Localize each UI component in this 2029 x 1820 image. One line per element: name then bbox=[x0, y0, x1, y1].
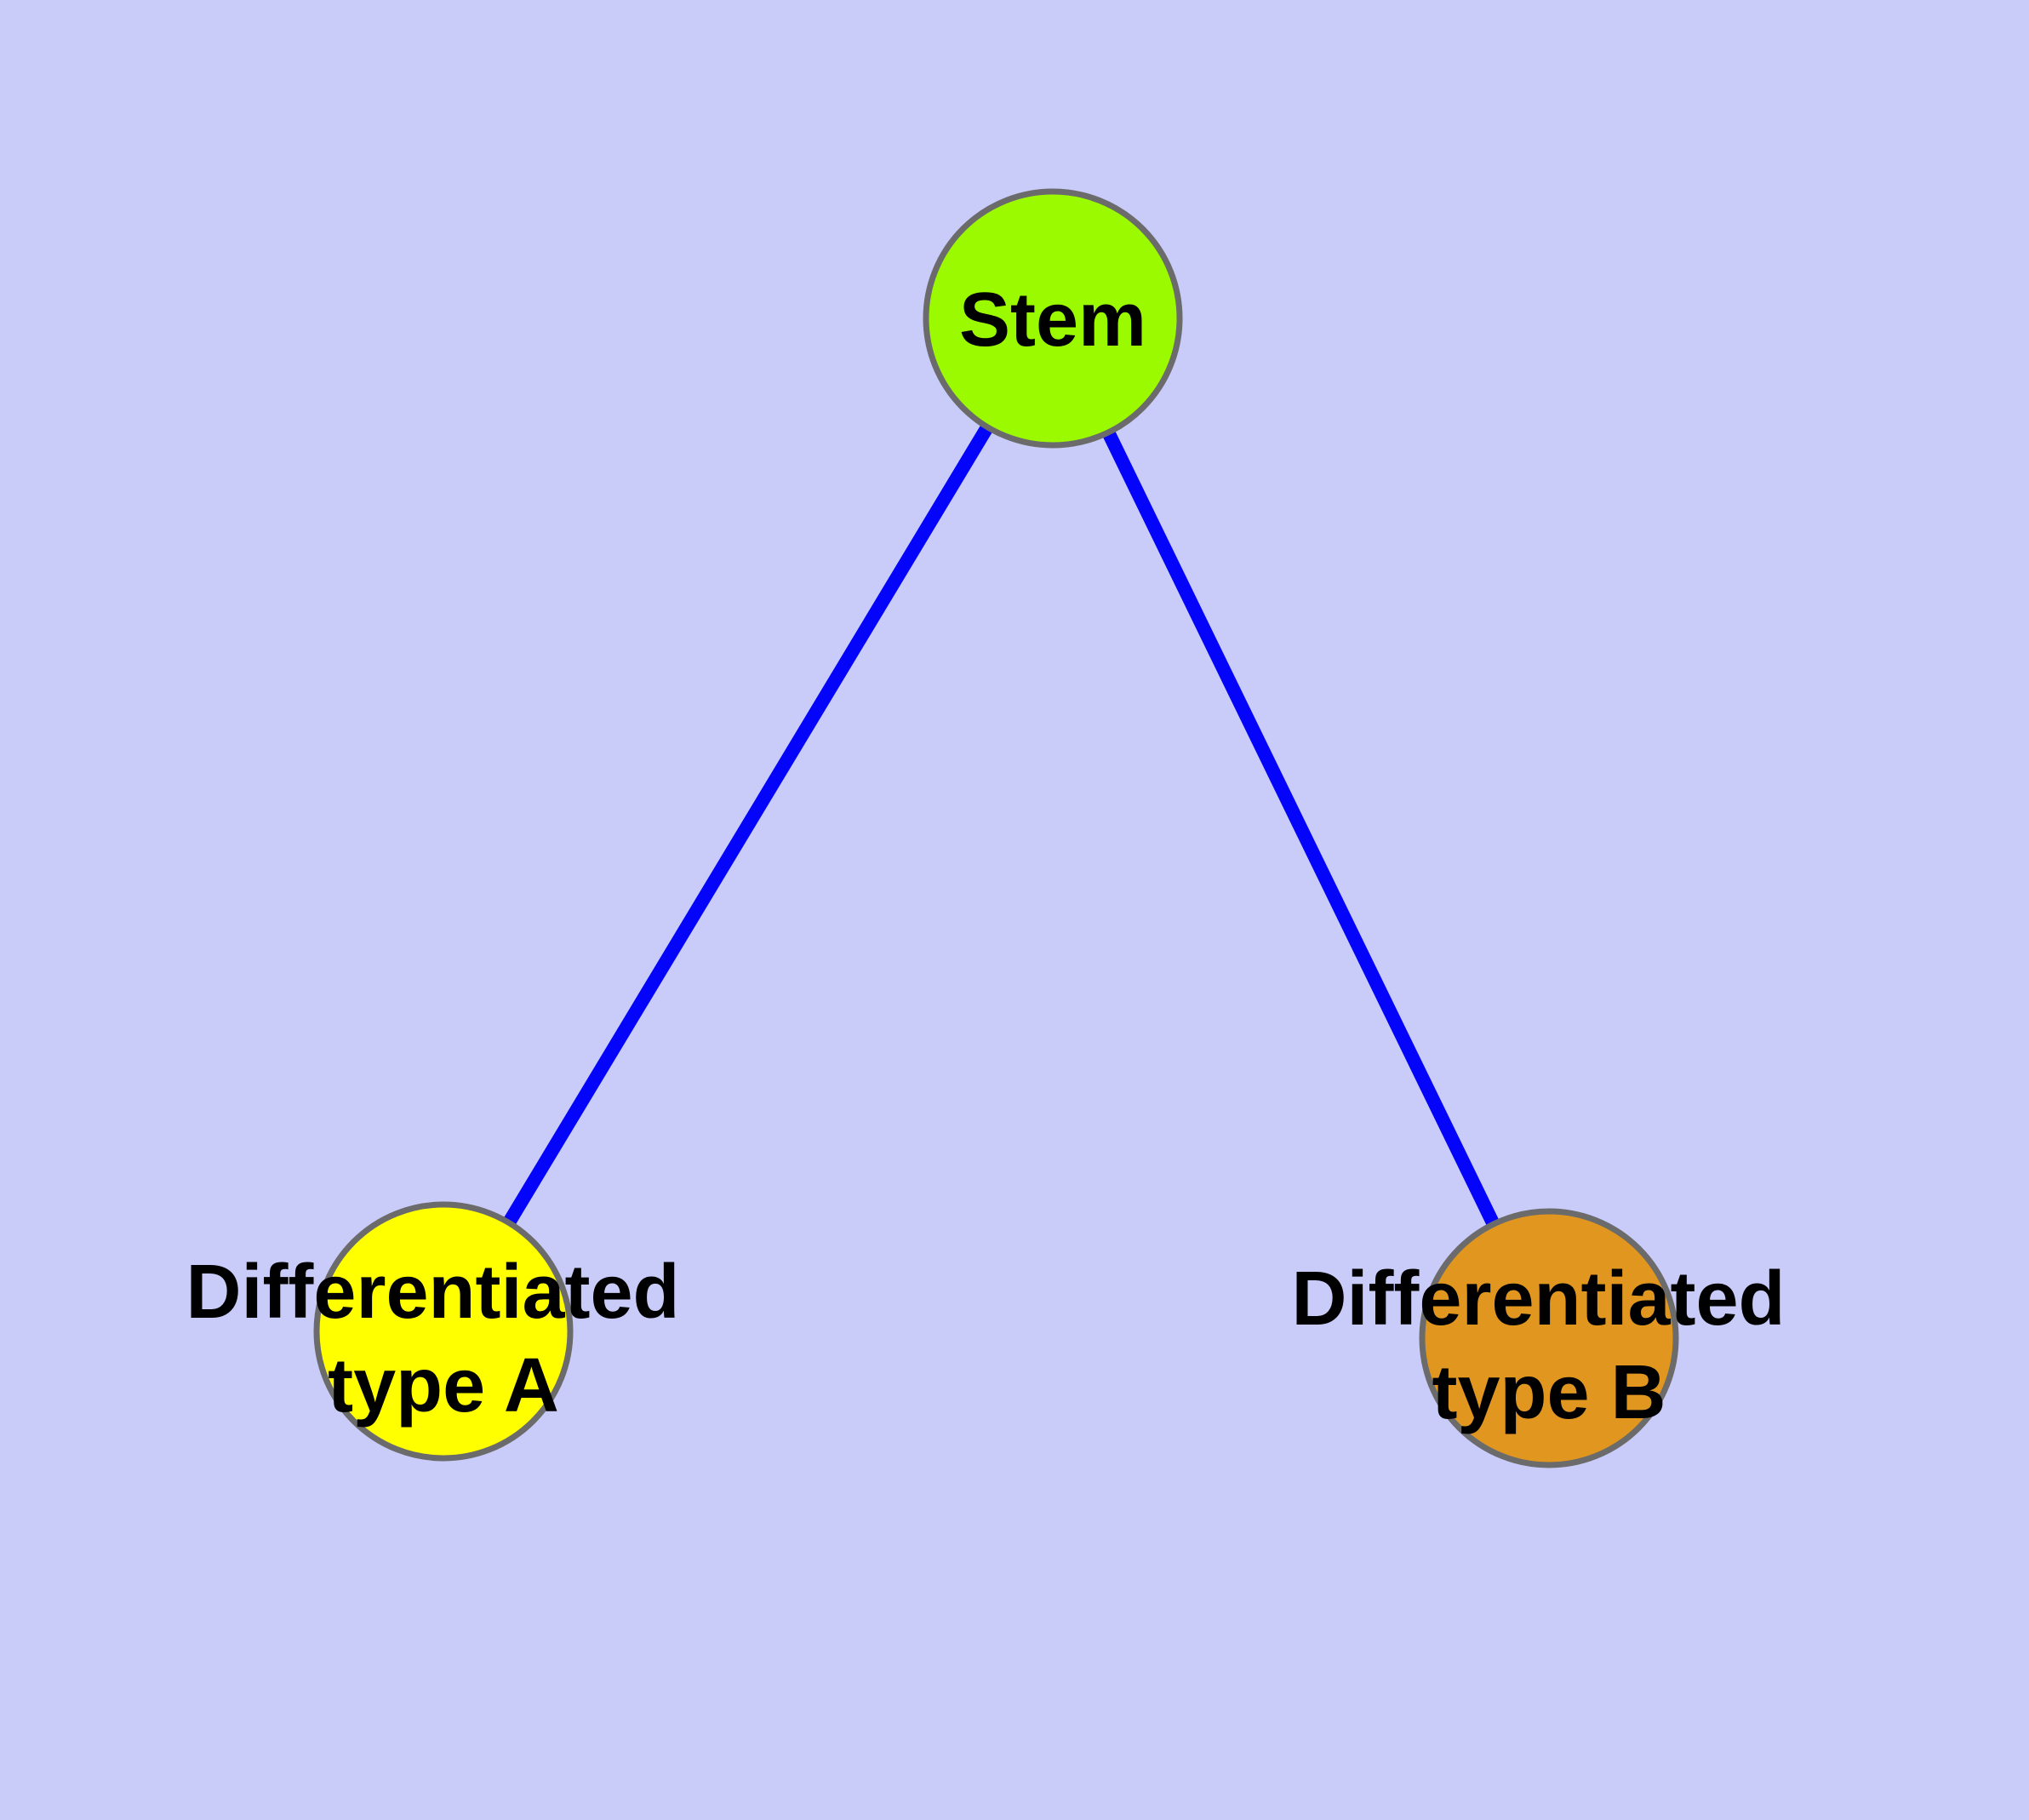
node-type-a-circle bbox=[313, 1201, 574, 1462]
node-type-b-label: Differentiated type B bbox=[1291, 1256, 1806, 1435]
node-type-b-label-line2: type B bbox=[1432, 1350, 1666, 1435]
node-stem-circle bbox=[923, 188, 1183, 449]
node-type-b-circle bbox=[1419, 1208, 1679, 1468]
node-type-b-label-line1: Differentiated bbox=[1291, 1256, 1785, 1342]
edge-stem-to-type-b bbox=[1046, 315, 1556, 1342]
edge-stem-to-type-a bbox=[437, 314, 1059, 1336]
node-stem-label: Stem bbox=[959, 278, 1146, 363]
node-type-a-label: Differentiated type A bbox=[186, 1250, 700, 1428]
node-type-a-label-line2: type A bbox=[328, 1343, 559, 1428]
node-type-a-label-line1: Differentiated bbox=[186, 1250, 679, 1335]
